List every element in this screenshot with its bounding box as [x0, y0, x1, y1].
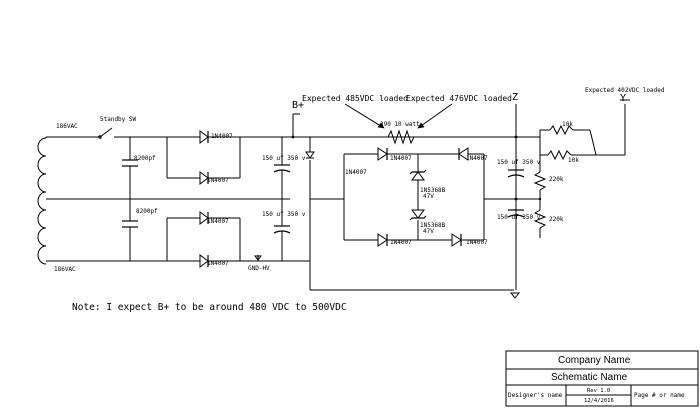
d2-label: 1N4007 — [207, 177, 229, 184]
cap-8200pf-top — [122, 155, 138, 170]
d3-label: 1N4007 — [207, 218, 229, 225]
db4-label: 1N4007 — [390, 239, 412, 246]
resistor-390 — [387, 129, 415, 145]
diode-db3 — [377, 233, 394, 247]
label-arrows — [344, 103, 453, 129]
d1-label: 1N4007 — [211, 133, 233, 140]
cap-8200pf-bottom — [122, 216, 138, 232]
diode-db2 — [452, 147, 469, 161]
bplus-label: B+ — [292, 100, 304, 111]
db5-label: 1N4007 — [466, 239, 488, 246]
db3-label: 1N4007 — [345, 169, 367, 176]
resistor-network — [516, 104, 626, 238]
rcap-top-label: 150 uf 350 v — [497, 159, 541, 166]
cap-150uf-left-bottom — [273, 198, 291, 261]
title-block: Company Name Schematic Name Designer's n… — [505, 350, 699, 407]
zener1-voltage: 47V — [423, 193, 434, 200]
date: 12/4/2016 — [584, 398, 614, 404]
db2-label: 1N4007 — [466, 155, 488, 162]
right-bridge-wiring — [305, 137, 514, 291]
right-bridge-box — [310, 153, 516, 241]
design-note: Note: I expect B+ to be around 480 VDC t… — [72, 302, 347, 313]
ground-bottom — [509, 292, 521, 299]
resistor-390-label: 390 10 watt — [380, 121, 420, 128]
ac-top-label: 186VAC — [56, 123, 78, 130]
db1-label: 1N4007 — [390, 155, 412, 162]
page-name: Page # or name — [634, 392, 685, 399]
cap-150uf-right-top — [507, 169, 525, 178]
revision: Rev 1.0 — [587, 388, 610, 394]
r220k-b-label: 220k — [549, 216, 564, 223]
transformer-secondary — [37, 137, 47, 265]
ground-symbol — [254, 255, 262, 261]
zener-z1 — [409, 169, 427, 181]
z-node-rail — [514, 104, 518, 290]
ac-bottom-label: 186VAC — [54, 266, 76, 273]
r220k-a-label: 220k — [549, 176, 564, 183]
zener2-label: 1N5368B — [420, 222, 446, 229]
zener2-voltage: 47V — [423, 228, 434, 235]
expected-485-label: Expected 485VDC loaded — [302, 94, 408, 103]
bridge-output-rails — [239, 136, 516, 262]
schematic-name: Schematic Name — [551, 372, 628, 383]
r10k-b-label: 10k — [568, 157, 579, 164]
ac-wiring — [100, 137, 290, 262]
company-name: Company Name — [558, 355, 631, 366]
bplus-node — [291, 113, 300, 139]
cap150-bot-label: 150 uf 350 v — [262, 211, 306, 218]
expected-402-label: Expected 402VDC loaded — [585, 87, 665, 94]
standby-switch — [98, 127, 196, 139]
diode-d1 — [196, 130, 240, 144]
transformer-wiring — [46, 136, 100, 262]
zener-z2 — [409, 209, 427, 221]
diode-d2 — [196, 171, 240, 185]
r10k-a-label: 10k — [562, 121, 573, 128]
zener1-label: 1N5368B — [420, 187, 446, 194]
diode-d4 — [196, 254, 257, 268]
d4-label: 1N4007 — [207, 260, 229, 267]
cap-150uf-right-bottom — [507, 209, 525, 218]
designer-name: Designer's name — [508, 392, 563, 399]
diode-db1 — [377, 147, 394, 161]
gnd-label: GND-HV — [248, 265, 270, 272]
cap-150uf-left-top — [273, 137, 291, 199]
z-node-label: Z — [512, 92, 518, 103]
cap150-top-label: 150 uf 350 v — [262, 155, 306, 162]
text-labels: 186VAC 186VAC Standby SW 8200pf 8200pf 1… — [54, 87, 665, 313]
cap-bottom-label: 8200pf — [136, 208, 158, 215]
cap-top-label: 8200pf — [134, 155, 156, 162]
expected-476-label: Expected 476VDC loaded — [406, 94, 512, 103]
diode-db4 — [451, 233, 468, 247]
rcap-bot-label: 150 uf 350 v — [497, 214, 541, 221]
standby-switch-label: Standby SW — [100, 116, 137, 123]
y-node-label: Y — [620, 93, 626, 104]
diode-d3 — [196, 211, 240, 225]
